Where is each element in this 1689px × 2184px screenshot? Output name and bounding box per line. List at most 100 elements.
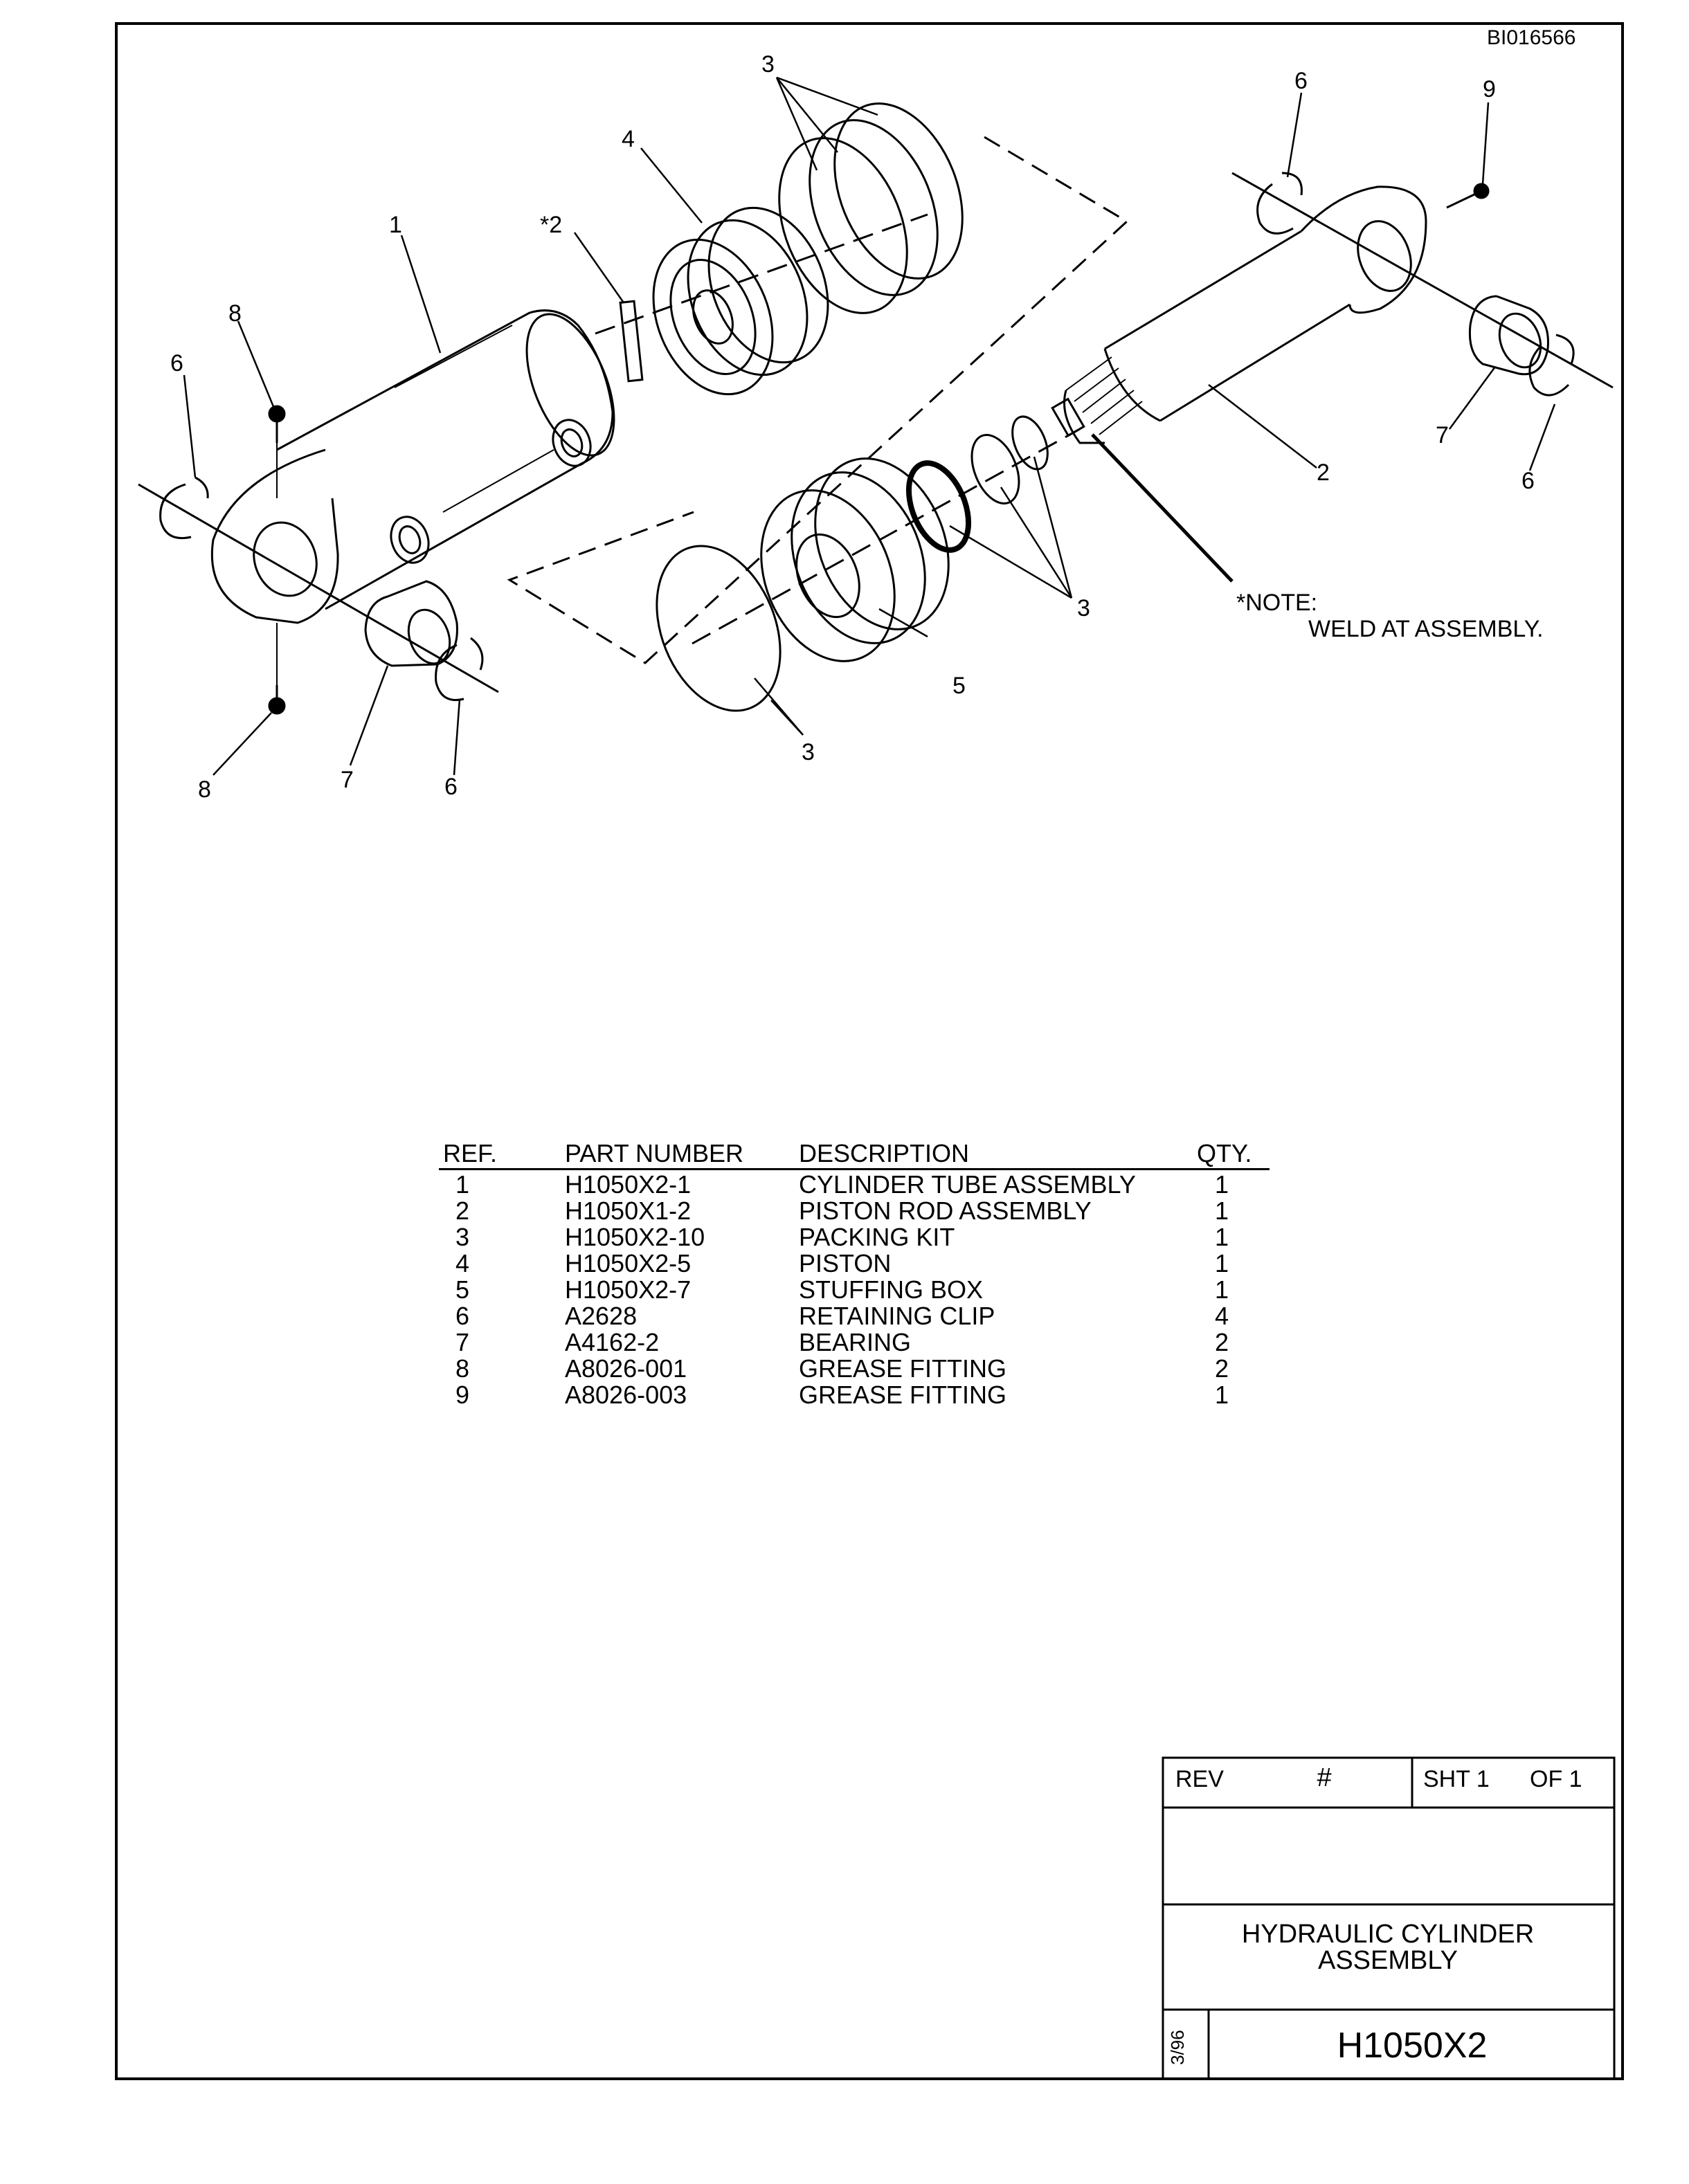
cell-part-number: H1050X2-7: [565, 1275, 692, 1304]
callout-3-mid: 3: [1077, 595, 1090, 621]
parts-table-header: REF. PART NUMBER DESCRIPTION QTY.: [439, 1140, 1270, 1170]
packing-ring-lower-large: [656, 545, 782, 712]
cell-qty: 1: [1215, 1170, 1229, 1199]
cell-ref: 6: [455, 1302, 470, 1330]
drawing-title-line2: ASSEMBLY: [1317, 1946, 1458, 1975]
callout-2-star: *2: [540, 212, 562, 238]
table-row: 6 A2628 RETAINING CLIP 4: [439, 1303, 1270, 1329]
packing-seal-1: [905, 460, 972, 553]
cell-qty: 1: [1215, 1196, 1229, 1225]
cell-part-number: A4162-2: [565, 1328, 660, 1356]
parts-table: REF. PART NUMBER DESCRIPTION QTY. 1 H105…: [439, 1140, 1270, 1408]
callout-4: 4: [622, 126, 635, 152]
cell-description: PISTON ROD ASSEMBLY: [799, 1196, 1092, 1225]
cell-description: STUFFING BOX: [799, 1275, 984, 1304]
cell-ref: 8: [455, 1354, 470, 1383]
table-row: 4 H1050X2-5 PISTON 1: [439, 1250, 1270, 1277]
cell-ref: 1: [455, 1170, 470, 1199]
grease-fitting-top: [268, 405, 286, 443]
cell-part-number: H1050X1-2: [565, 1196, 692, 1225]
packing-group-outline: [507, 136, 1129, 664]
callout-8-bottom: 8: [198, 776, 211, 803]
callouts: 1 *2 3 4 6 9 8 6 7 2 6 3 5 3 8 7 6: [170, 51, 1535, 803]
exploded-view: [138, 76, 1614, 776]
sheet-total: OF 1: [1530, 1766, 1582, 1792]
stuffing-box: [760, 457, 950, 662]
cell-ref: 4: [455, 1249, 470, 1277]
leader-lines: [183, 76, 1556, 776]
packing-ring-top-1: [778, 137, 908, 314]
bearing-left: [364, 580, 458, 667]
cell-description: GREASE FITTING: [799, 1354, 1007, 1383]
cell-qty: 1: [1215, 1275, 1229, 1304]
callout-6-bottom: 6: [444, 774, 458, 800]
cell-ref: 3: [455, 1223, 470, 1251]
table-row: 2 H1050X1-2 PISTON ROD ASSEMBLY 1: [439, 1198, 1270, 1224]
retaining-clip-left: [159, 476, 209, 539]
cell-ref: 9: [455, 1381, 470, 1409]
retaining-clip-right: [1528, 334, 1575, 397]
cell-description: PISTON: [799, 1249, 892, 1277]
cell-part-number: A2628: [565, 1302, 638, 1330]
cell-description: CYLINDER TUBE ASSEMBLY: [799, 1170, 1136, 1199]
callout-6-left: 6: [170, 350, 183, 376]
grease-fitting-bottom: [268, 685, 286, 715]
table-row: 3 H1050X2-10 PACKING KIT 1: [439, 1224, 1270, 1250]
sheet-number: SHT 1: [1423, 1766, 1490, 1792]
drawing-number: H1050X2: [1337, 2026, 1488, 2066]
cell-part-number: A8026-001: [565, 1354, 687, 1383]
packing-ring-top-3: [833, 102, 964, 280]
header-qty: QTY.: [1197, 1139, 1252, 1167]
table-row: 8 A8026-001 GREASE FITTING 2: [439, 1356, 1270, 1382]
header-part-number: PART NUMBER: [565, 1139, 744, 1167]
callout-3-bottom: 3: [802, 739, 815, 765]
callout-8-top: 8: [228, 300, 242, 327]
cell-qty: 1: [1215, 1381, 1229, 1409]
title-block: [1162, 1756, 1616, 2080]
cell-description: BEARING: [799, 1328, 912, 1356]
axis-line-right: [1231, 172, 1614, 389]
packing-seal-2: [970, 433, 1020, 505]
cell-part-number: H1050X2-5: [565, 1249, 692, 1277]
rev-label: REV: [1175, 1766, 1224, 1792]
cell-qty: 1: [1215, 1223, 1229, 1251]
packing-ring-top-2: [809, 119, 939, 296]
cell-part-number: A8026-003: [565, 1381, 687, 1409]
table-row: 5 H1050X2-7 STUFFING BOX 1: [439, 1277, 1270, 1303]
grease-fitting-rod: [1446, 183, 1490, 209]
header-description: DESCRIPTION: [799, 1139, 970, 1167]
callout-7-right: 7: [1436, 422, 1449, 448]
packing-seal-3: [1011, 415, 1049, 471]
retaining-clip-top-right: [1256, 172, 1303, 235]
piston-rod: [1051, 185, 1427, 444]
cell-part-number: H1050X2-1: [565, 1170, 692, 1199]
callout-7-bottom: 7: [341, 767, 354, 793]
axis-line-lower: [692, 428, 1081, 645]
table-row: 9 A8026-003 GREASE FITTING 1: [439, 1382, 1270, 1408]
callout-6-right: 6: [1521, 468, 1535, 494]
weld-note-text: WELD AT ASSEMBLY.: [1308, 616, 1544, 642]
cell-ref: 2: [455, 1196, 470, 1225]
axis-line-left: [138, 483, 499, 693]
cell-ref: 5: [455, 1275, 470, 1304]
cell-description: RETAINING CLIP: [799, 1302, 995, 1330]
cell-qty: 4: [1215, 1302, 1229, 1330]
piston: [652, 206, 829, 396]
callout-3-top: 3: [761, 51, 775, 78]
cylinder-tube: [210, 309, 615, 685]
bearing-right: [1468, 295, 1549, 376]
table-row: 1 H1050X2-1 CYLINDER TUBE ASSEMBLY 1: [439, 1172, 1270, 1198]
weld-note-leader: [1091, 433, 1234, 583]
callout-9: 9: [1483, 76, 1496, 102]
table-row: 7 A4162-2 BEARING 2: [439, 1329, 1270, 1356]
cell-description: PACKING KIT: [799, 1223, 955, 1251]
cell-ref: 7: [455, 1328, 470, 1356]
cell-qty: 1: [1215, 1249, 1229, 1277]
axis-line-mid: [595, 213, 928, 335]
doc-id: BI016566: [1487, 26, 1575, 49]
callout-1: 1: [389, 212, 402, 238]
header-ref: REF.: [443, 1139, 498, 1167]
cell-part-number: H1050X2-10: [565, 1223, 705, 1251]
cell-qty: 2: [1215, 1354, 1229, 1383]
